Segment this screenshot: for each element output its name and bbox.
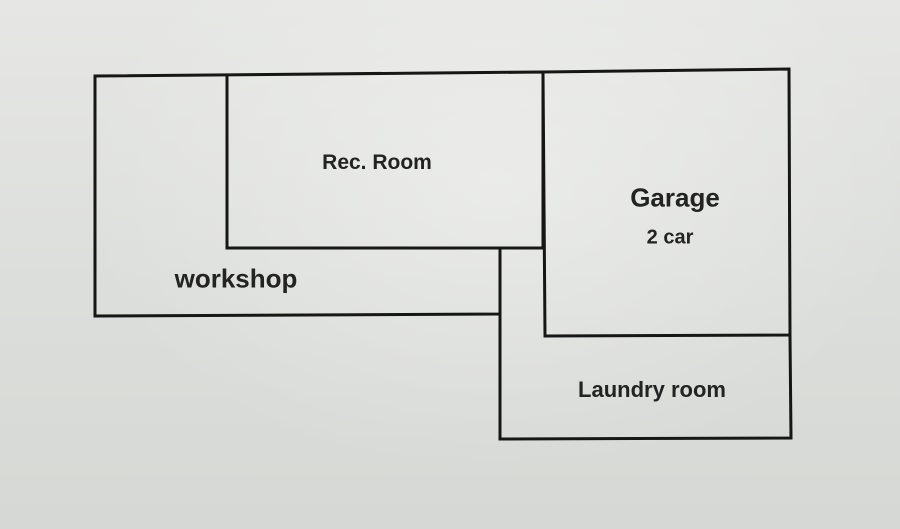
laundry-room-label: Laundry room [578,377,726,402]
garage-capacity-label: 2 car [646,226,694,249]
garage-label: Garage [630,182,720,213]
workshop-label: workshop [174,263,298,294]
workshop-outline [93,70,545,318]
rec-room-label: Rec. Room [322,151,432,174]
rec-room-outline [225,74,545,250]
laundry-room-outline [498,246,793,441]
